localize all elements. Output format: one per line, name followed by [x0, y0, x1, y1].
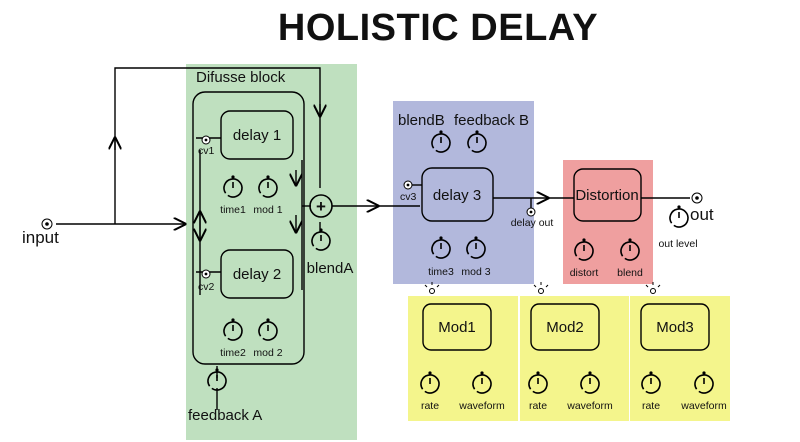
- mod1-waveform-knob-icon[interactable]: [472, 371, 492, 394]
- delay2-box[interactable]: [220, 249, 294, 299]
- mod1-box[interactable]: [422, 303, 492, 351]
- mod1-led-icon: [424, 282, 440, 294]
- signal-wires: [56, 67, 690, 410]
- mod2-rate-label: rate: [529, 400, 547, 412]
- output-label: out: [690, 205, 714, 224]
- distort-knob-icon[interactable]: [574, 238, 594, 261]
- cv3-label: cv3: [400, 191, 417, 203]
- diagram-title: HOLISTIC DELAY: [278, 7, 598, 49]
- delay1-label: delay 1: [233, 127, 281, 144]
- mod1-rate-label: rate: [421, 400, 439, 412]
- distortion-box[interactable]: [573, 168, 642, 222]
- mod1-waveform-label: waveform: [458, 400, 505, 412]
- mod3-box[interactable]: [640, 303, 710, 351]
- mod1-background: [408, 296, 518, 421]
- time2-knob-icon[interactable]: [223, 318, 243, 341]
- feedback-a-knob-icon[interactable]: [207, 368, 227, 391]
- input-label: input: [22, 228, 59, 247]
- mod3-waveform-knob-icon[interactable]: [694, 371, 714, 394]
- time3-knob-icon[interactable]: [431, 236, 451, 259]
- mod1-knob-icon[interactable]: [258, 175, 278, 198]
- delay-out-label: delay out: [511, 217, 554, 229]
- mod2-waveform-label: waveform: [566, 400, 613, 412]
- diffuse-block-background: [186, 64, 357, 440]
- delay3-label: delay 3: [433, 187, 481, 204]
- mod3-knob-label: mod 3: [461, 266, 490, 278]
- mod2-knob-icon[interactable]: [258, 318, 278, 341]
- cv1-label: cv1: [198, 145, 215, 157]
- cv2-label: cv2: [198, 281, 215, 293]
- mod2-box[interactable]: [530, 303, 600, 351]
- time3-label: time3: [428, 266, 454, 278]
- mixer-sum-node: +: [309, 194, 333, 218]
- mod1-label: Mod1: [438, 319, 476, 336]
- diffuse-block-frame: [192, 91, 305, 365]
- blend-b-label: blendB: [398, 112, 445, 129]
- out-level-label: out level: [658, 238, 697, 250]
- mod3-rate-knob-icon[interactable]: [641, 371, 661, 394]
- mod3-waveform-label: waveform: [680, 400, 727, 412]
- diffuse-block-label: Difusse block: [196, 69, 286, 86]
- distortion-label: Distortion: [575, 187, 638, 204]
- delay2-label: delay 2: [233, 266, 281, 283]
- mod3-knob-icon[interactable]: [466, 236, 486, 259]
- mod2-knob-label: mod 2: [253, 347, 282, 359]
- mod2-rate-knob-icon[interactable]: [528, 371, 548, 394]
- distort-label: distort: [570, 267, 599, 279]
- out-level-knob-icon[interactable]: [669, 205, 689, 228]
- delay1-box[interactable]: [220, 110, 294, 160]
- mod2-background: [520, 296, 629, 421]
- blend-a-label: blendA: [307, 260, 354, 277]
- mod3-led-icon: [645, 282, 661, 294]
- feedback-a-label: feedback A: [188, 407, 262, 424]
- blend-b-knob-icon[interactable]: [431, 130, 451, 153]
- time1-label: time1: [220, 204, 246, 216]
- mod2-label: Mod2: [546, 319, 584, 336]
- mod2-waveform-knob-icon[interactable]: [580, 371, 600, 394]
- blend-label: blend: [617, 267, 643, 279]
- mod3-rate-label: rate: [642, 400, 660, 412]
- feedback-b-knob-icon[interactable]: [467, 130, 487, 153]
- cv1-jack-icon[interactable]: [201, 135, 211, 145]
- input-jack-icon[interactable]: [41, 218, 53, 230]
- blend-a-knob-icon[interactable]: [311, 228, 331, 251]
- mod1-rate-knob-icon[interactable]: [420, 371, 440, 394]
- output-jack-icon[interactable]: [691, 192, 703, 204]
- feedback-b-label: feedback B: [454, 112, 529, 129]
- blend-knob-icon[interactable]: [620, 238, 640, 261]
- sum-symbol: +: [316, 197, 326, 216]
- mod1-knob-label: mod 1: [253, 204, 282, 216]
- mod3-background: [630, 296, 730, 421]
- block-b-background: [393, 101, 534, 284]
- cv2-jack-icon[interactable]: [201, 269, 211, 279]
- time1-knob-icon[interactable]: [223, 175, 243, 198]
- cv3-jack-icon[interactable]: [403, 180, 413, 190]
- delay-out-jack-icon[interactable]: [526, 207, 536, 217]
- time2-label: time2: [220, 347, 246, 359]
- delay3-box[interactable]: [421, 167, 494, 222]
- mod3-label: Mod3: [656, 319, 694, 336]
- distortion-background: [563, 160, 653, 284]
- mod2-led-icon: [533, 282, 549, 294]
